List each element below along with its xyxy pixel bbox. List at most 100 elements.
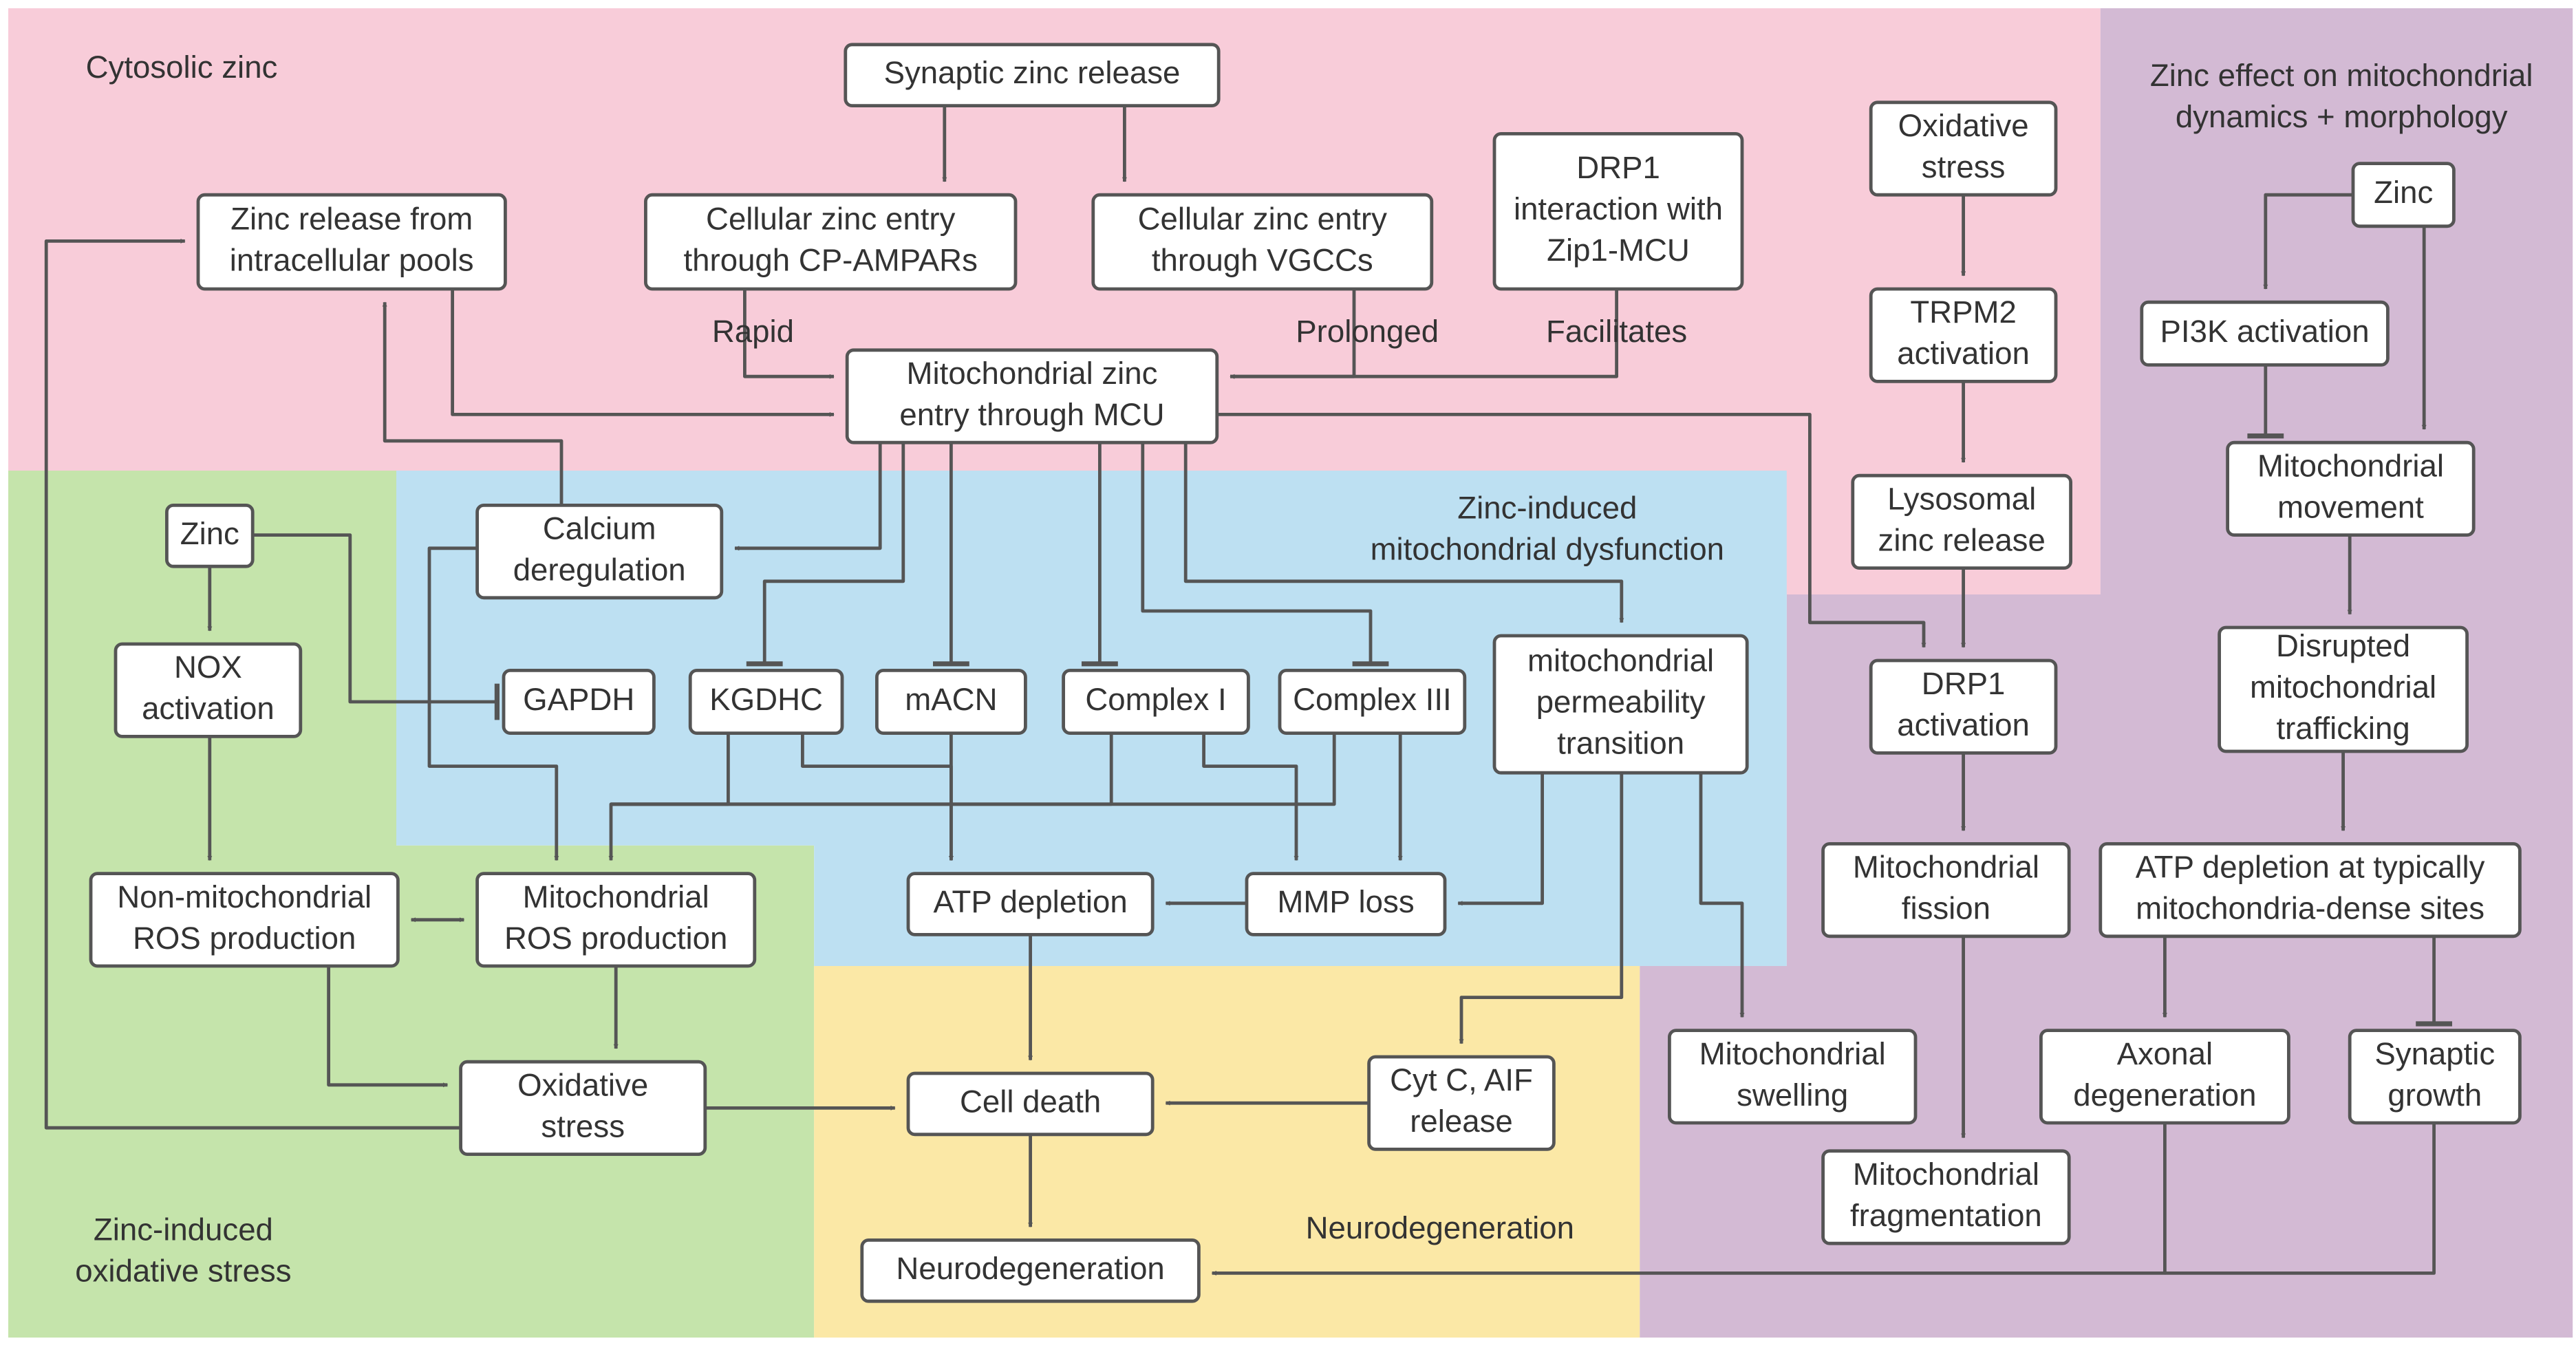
node-box xyxy=(1245,872,1447,936)
node-label: Complex I xyxy=(1085,682,1226,717)
node-box xyxy=(1821,842,2071,938)
node-label: Disrupted xyxy=(2276,628,2410,663)
node-label: through VGCCs xyxy=(1152,243,1373,278)
edge-complex3-to-mito-ros xyxy=(611,733,1336,806)
node-box xyxy=(2226,440,2476,537)
node-label: NOX xyxy=(174,650,242,685)
edge-mcu-to-drp1 xyxy=(1216,413,1926,648)
node-box xyxy=(1492,634,1749,775)
node-label: Mitochondrial xyxy=(1853,850,2039,885)
node-label: mitochondrial xyxy=(2250,669,2436,705)
node-axonal-degeneration: Axonal degeneration xyxy=(2039,1029,2290,1125)
node-box xyxy=(2218,625,2469,753)
node-label: Non-mitochondrial xyxy=(117,879,372,914)
edge-calcium-to-pools xyxy=(382,301,564,506)
node-gapdh: GAPDH xyxy=(502,669,656,736)
node-label: TRPM2 xyxy=(1910,294,2017,330)
node-complex3: Complex III xyxy=(1278,669,1467,736)
node-label: mACN xyxy=(905,682,997,717)
node-box xyxy=(89,872,400,968)
node-kgdhc: KGDHC xyxy=(688,669,844,736)
node-label: through CP-AMPARs xyxy=(684,243,978,278)
node-cell-death: Cell death xyxy=(906,1071,1155,1137)
node-vgccs: Cellular zinc entry through VGCCs xyxy=(1091,193,1434,291)
node-neurodegeneration: Neurodegeneration xyxy=(860,1238,1201,1303)
edge-zinc-to-gapdh xyxy=(253,533,497,704)
node-label: Calcium xyxy=(543,511,656,546)
edge-nonmito-ros-to-oxstress xyxy=(327,966,449,1088)
node-box xyxy=(875,669,1027,736)
node-mmp-loss: MMP loss xyxy=(1245,872,1447,936)
node-label: degeneration xyxy=(2073,1077,2256,1113)
node-box xyxy=(1821,1149,2071,1245)
node-box xyxy=(1367,1055,1556,1151)
node-atp-depletion: ATP depletion xyxy=(906,872,1155,936)
edge-mpt-to-mmp xyxy=(1457,773,1545,906)
region-label-neurodegeneration: Neurodegeneration xyxy=(1306,1210,1574,1245)
node-label: DRP1 xyxy=(1576,150,1660,185)
edge-label-rapid: Rapid xyxy=(712,314,794,349)
node-label: Zinc xyxy=(180,516,239,551)
node-box xyxy=(502,669,656,736)
node-box xyxy=(2039,1029,2290,1125)
node-box xyxy=(475,504,724,600)
node-label: activation xyxy=(142,691,275,726)
edge-label-prolonged: Prolonged xyxy=(1296,314,1439,349)
node-label: Synaptic xyxy=(2374,1036,2495,1071)
node-box xyxy=(459,1060,707,1156)
region-label-oxidative-1: Zinc-induced xyxy=(94,1212,273,1247)
node-label: Cyt C, AIF xyxy=(1390,1062,1533,1097)
node-macn: mACN xyxy=(875,669,1027,736)
edge-mpt-to-swelling xyxy=(1699,773,1745,1018)
node-label: Axonal xyxy=(2117,1036,2213,1071)
node-label: Zip1-MCU xyxy=(1547,233,1690,268)
node-box xyxy=(2351,162,2456,228)
node-complex1: Complex I xyxy=(1062,669,1250,736)
edge-cpampars-to-mcu xyxy=(743,289,835,379)
node-label: DRP1 xyxy=(1922,666,2006,701)
node-label: KGDHC xyxy=(709,682,823,717)
node-box xyxy=(475,872,757,968)
node-zinc-right: Zinc xyxy=(2351,162,2456,228)
node-box xyxy=(1869,100,2058,197)
node-label: permeability xyxy=(1536,685,1706,720)
node-label: Cell death xyxy=(960,1084,1101,1119)
node-label: Mitochondrial xyxy=(2257,448,2444,483)
edge-oxstress-to-pools xyxy=(44,238,461,1130)
node-label: deregulation xyxy=(513,552,686,588)
node-label: interaction with xyxy=(1514,191,1723,226)
node-label: Cellular zinc entry xyxy=(1138,202,1388,237)
edge-mpt-to-cytc xyxy=(1459,773,1624,1044)
node-box xyxy=(906,1071,1155,1137)
node-label: Lysosomal xyxy=(1887,481,2036,516)
node-nox: NOX activation xyxy=(114,642,303,738)
node-label: fragmentation xyxy=(1850,1198,2042,1233)
node-label: stress xyxy=(541,1108,625,1144)
node-box xyxy=(1278,669,1467,736)
edge-zinc-right-to-pi3k xyxy=(2263,193,2353,290)
node-label: transition xyxy=(1557,726,1684,761)
edge-pools-to-mcu xyxy=(451,289,835,417)
node-label: ROS production xyxy=(504,921,727,956)
region-label-cytosolic: Cytosolic zinc xyxy=(86,50,278,85)
node-box xyxy=(1062,669,1250,736)
node-label: growth xyxy=(2387,1077,2482,1113)
edge-drp1-interaction-to-mcu xyxy=(1230,289,1619,379)
node-calcium: Calcium deregulation xyxy=(475,504,724,600)
region-label-dynamics-2: dynamics + morphology xyxy=(2176,99,2508,134)
region-label-dysfunction-2: mitochondrial dysfunction xyxy=(1371,532,1724,567)
node-label: ATP depletion xyxy=(933,884,1127,919)
node-pi3k: PI3K activation xyxy=(2140,300,2390,367)
edge-label-facilitates: Facilitates xyxy=(1546,314,1687,349)
node-label: Mitochondrial xyxy=(1699,1036,1886,1071)
node-box xyxy=(1667,1029,1918,1125)
node-label: Complex III xyxy=(1293,682,1452,717)
